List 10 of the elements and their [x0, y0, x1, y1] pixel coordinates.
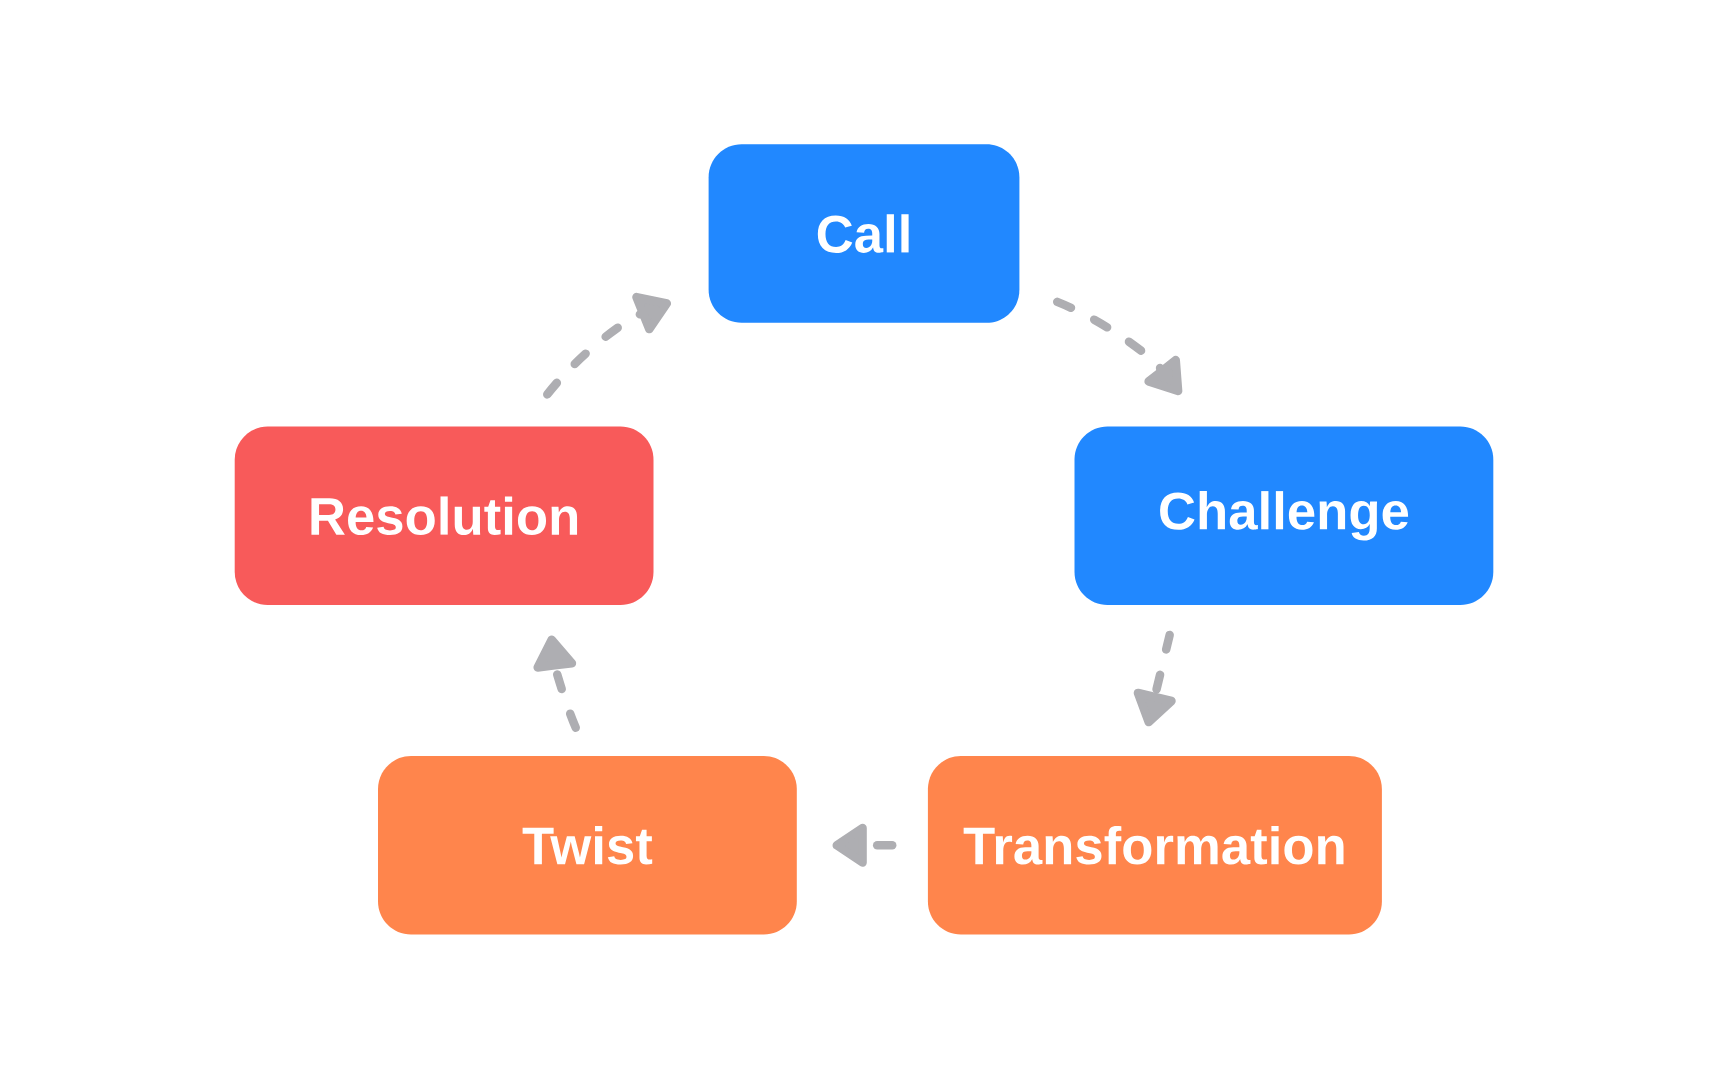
- arrow: [1053, 297, 1183, 396]
- process-box: Transformation: [927, 756, 1382, 935]
- arrow: [1133, 630, 1176, 727]
- arrow: [543, 292, 672, 399]
- process-box: Twist: [378, 756, 797, 935]
- process-box: Challenge: [1074, 426, 1494, 606]
- arrow: [533, 635, 580, 732]
- process-box: Resolution: [234, 426, 654, 606]
- arrow: [832, 823, 897, 867]
- process-box: Call: [708, 144, 1020, 323]
